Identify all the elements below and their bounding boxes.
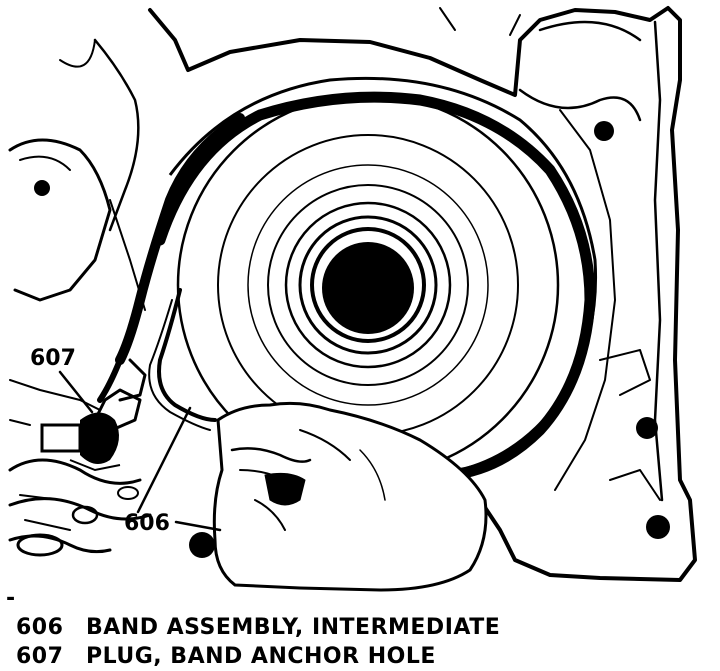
leader-606-arrow <box>174 520 222 532</box>
legend-number: 606 <box>16 615 64 640</box>
leader-607 <box>58 370 94 414</box>
band-anchor-plug <box>40 412 121 472</box>
legend-number: 607 <box>16 644 64 669</box>
callout-606-label: 606 <box>124 511 170 536</box>
callout-leaders <box>58 370 222 532</box>
legend-dash: - <box>6 586 16 611</box>
band-assembly <box>93 113 245 432</box>
callout-607-label: 607 <box>30 346 76 371</box>
valve-body-area <box>8 38 152 557</box>
transmission-band-illustration: 607 606 <box>8 6 697 592</box>
technician-hand <box>212 401 488 592</box>
case-bolt-holes <box>34 121 670 558</box>
drum-hub <box>322 242 414 334</box>
leader-606 <box>136 406 192 514</box>
legend-description: BAND ASSEMBLY, INTERMEDIATE <box>86 615 501 640</box>
legend-row-606: 606 BAND ASSEMBLY, INTERMEDIATE <box>6 613 706 642</box>
